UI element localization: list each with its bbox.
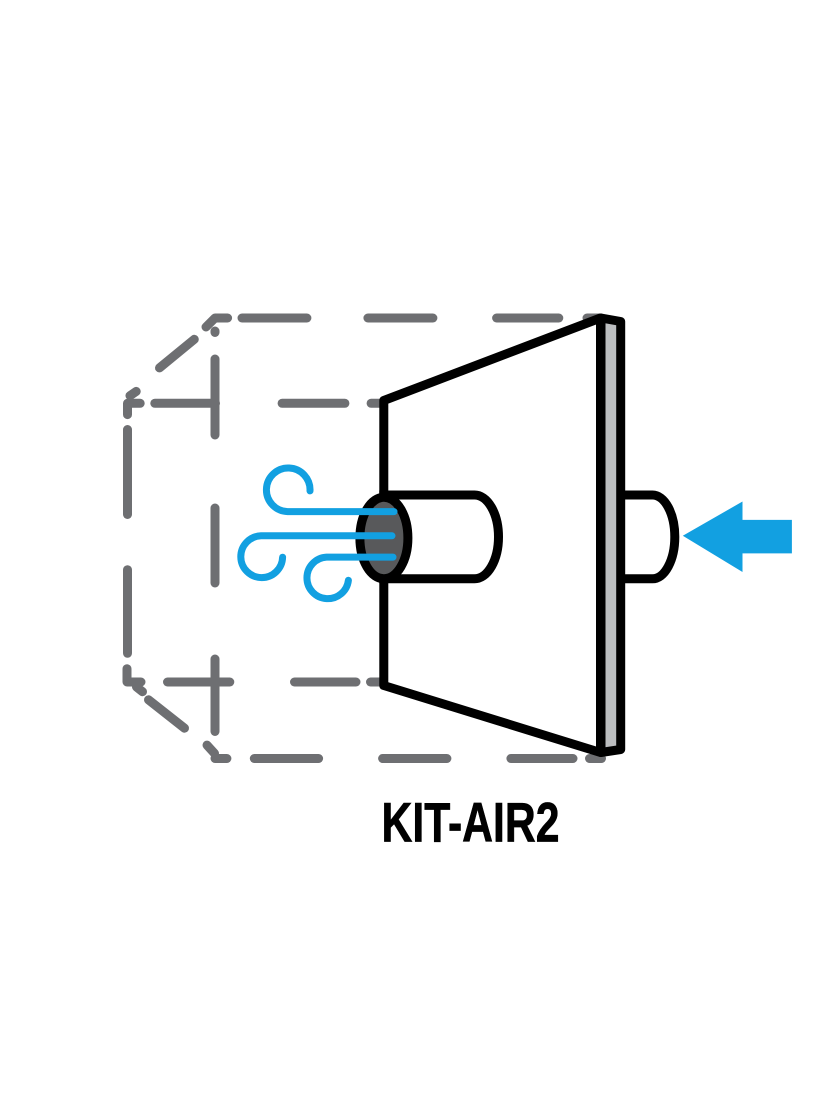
svg-text:KIT-AIR2: KIT-AIR2 (381, 791, 559, 854)
